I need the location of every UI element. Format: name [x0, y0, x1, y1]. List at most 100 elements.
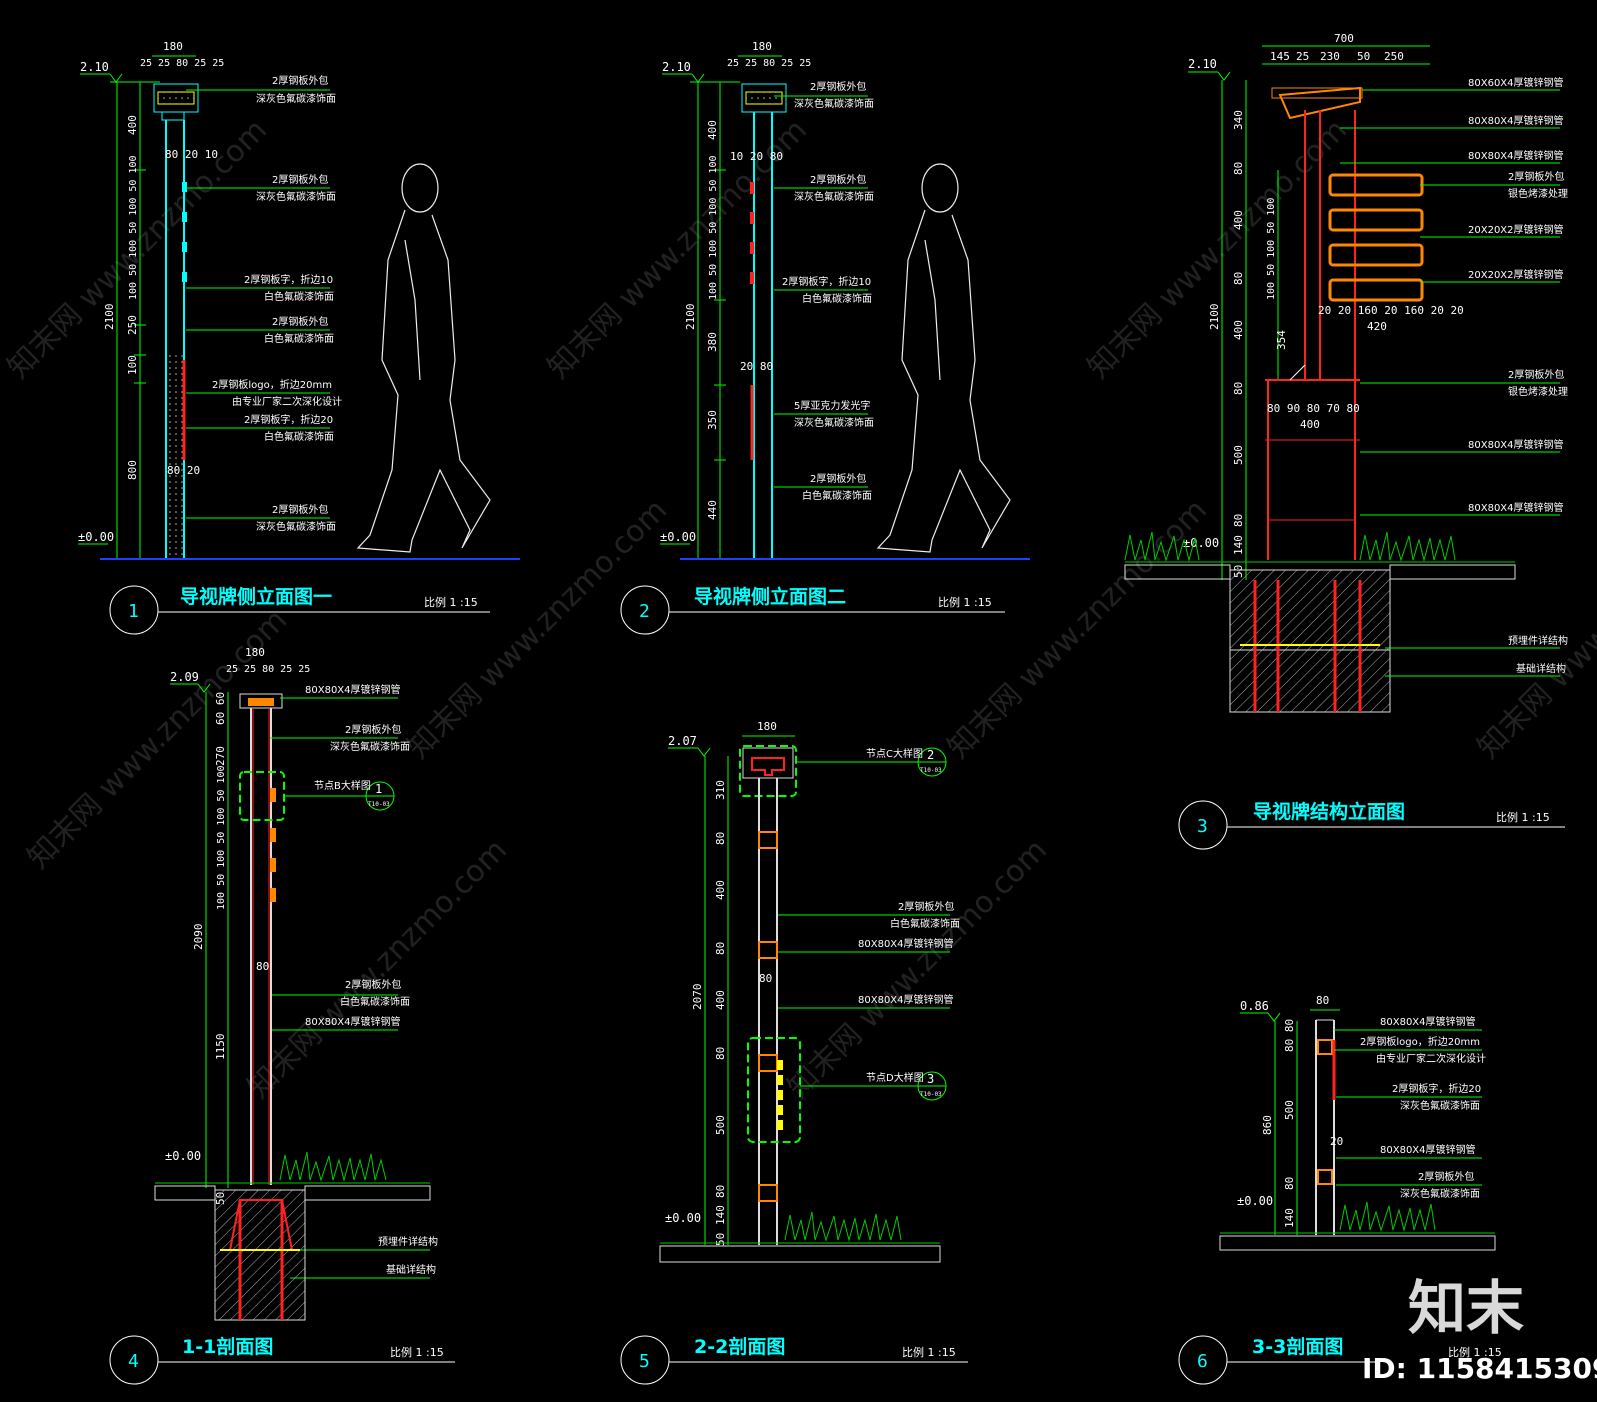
dim: 250 [126, 315, 139, 335]
grass [1124, 531, 1456, 562]
drawing-number-badge [1178, 1335, 1228, 1385]
dim: 60 60 [214, 692, 227, 725]
note: 2厚钢板logo，折边20mm [212, 378, 332, 391]
dim: 80 [1232, 272, 1245, 285]
note: 白色氟碳漆饰面 [264, 290, 334, 303]
dim: 80 [714, 1047, 727, 1060]
dim-label: 80 [759, 972, 772, 985]
note: 银色烤漆处理 [1508, 385, 1568, 398]
note: 2厚钢板字，折边10 [782, 275, 871, 288]
level-top: 2.10 [662, 60, 691, 74]
brand-id: ID: 1158415309 [1362, 1352, 1597, 1385]
dim: 350 [706, 410, 719, 430]
note: 2厚钢板字，折边20 [1392, 1082, 1481, 1095]
drawing-scale: 比例 1 :15 [938, 595, 992, 609]
note: 80X80X4厚镀锌钢管 [305, 1015, 401, 1028]
drawing-scale: 比例 1 :15 [1448, 1345, 1502, 1359]
dim-label: 20 [1330, 1135, 1343, 1148]
dim: 80 [714, 942, 727, 955]
callout-sheet: T10-03 [920, 1091, 942, 1098]
note: 2厚钢板外包 [810, 173, 866, 186]
note: 2厚钢板外包 [810, 80, 866, 93]
grass [784, 1211, 902, 1242]
dim-top-width: 180 [757, 720, 777, 733]
note: 深灰色氟碳漆饰面 [794, 416, 874, 429]
watermark-text: 知末网 www.znzmo.com [781, 833, 1054, 1106]
brand-logo: 知末 [1408, 1274, 1524, 1342]
dim: 140 [714, 1205, 727, 1225]
note: 80X80X4厚镀锌钢管 [1468, 114, 1564, 127]
drawing-scale: 比例 1 :15 [902, 1345, 956, 1359]
dim: 80 [714, 832, 727, 845]
level-top: 2.07 [668, 734, 697, 748]
drawing-1-side-elevation-one: 2.10 ±0.00 2100 400 100 50 100 50 100 50… [78, 40, 520, 635]
note: 节点B大样图 [314, 779, 371, 792]
callout-number: 3 [927, 1072, 934, 1086]
dim: 80 [714, 1185, 727, 1198]
dim: 100 50 100 50 100 50 100 [708, 156, 719, 301]
note: 节点D大样图 [866, 1071, 924, 1084]
drawing-number: 2 [639, 601, 650, 622]
top-bracket [1278, 86, 1361, 120]
note: 基础详结构 [386, 1263, 436, 1276]
drawing-2-side-elevation-two: 2.10 ±0.00 2100 400 100 50 100 50 100 50… [620, 40, 1030, 635]
note: 2厚钢板外包 [898, 900, 954, 913]
note: 2厚钢板外包 [810, 472, 866, 485]
dim: 270 [214, 746, 227, 766]
drawing-number: 3 [1197, 816, 1208, 837]
dim-top-width: 180 [752, 40, 772, 53]
note: 由专业厂家二次深化设计 [232, 395, 342, 408]
dim: 1150 [214, 1034, 227, 1061]
note: 深灰色氟碳漆饰面 [1400, 1187, 1480, 1200]
dim: 310 [714, 780, 727, 800]
detail-callout-box [239, 771, 285, 821]
drawing-4-section-1-1: 2.09 ±0.00 2090 60 60 270 100 50 100 50 … [109, 646, 455, 1385]
dim: 140 [1232, 535, 1245, 555]
dim: 80 [1232, 162, 1245, 175]
dim: 100 50 100 50 100 50 100 [128, 156, 139, 301]
note: 白色氟碳漆饰面 [264, 430, 334, 443]
dim: 230 [1320, 50, 1340, 63]
level-zero: ±0.00 [660, 530, 696, 544]
dim: 80 80 [1283, 1019, 1296, 1052]
dim: 100 50 100 50 100 [1266, 198, 1277, 300]
dim: 340 [1232, 110, 1245, 130]
dim: 500 [1283, 1100, 1296, 1120]
note: 由专业厂家二次深化设计 [1376, 1052, 1486, 1065]
dim: 380 [706, 332, 719, 352]
dim-top-sub: 25 25 80 25 25 [140, 58, 224, 69]
foundation [214, 1189, 306, 1321]
dim-label: 80 [256, 960, 269, 973]
watermark-text: 知末网 www.znzmo.com [241, 833, 514, 1106]
dim: 400 [714, 990, 727, 1010]
note: 白色氟碳漆饰面 [340, 995, 410, 1008]
dim-total: 2100 [1208, 304, 1221, 331]
note: 80X80X4厚镀锌钢管 [1468, 149, 1564, 162]
drawing-number: 6 [1197, 1351, 1208, 1372]
post-cap [741, 83, 787, 113]
drawing-scale: 比例 1 :15 [424, 595, 478, 609]
dim: 500 [1232, 445, 1245, 465]
drawing-title: 导视牌结构立面图 [1253, 800, 1405, 823]
drawing-scale: 比例 1 :15 [390, 1345, 444, 1359]
level-zero: ±0.00 [78, 530, 114, 544]
drawing-title: 1-1剖面图 [182, 1335, 273, 1358]
dim-top-sub: 25 25 80 25 25 [226, 664, 310, 675]
note: 银色烤漆处理 [1508, 187, 1568, 200]
note: 2厚钢板外包 [1418, 1170, 1474, 1183]
dim-total: 2090 [192, 924, 205, 951]
callout-number: 2 [927, 748, 934, 762]
drawing-title: 导视牌侧立面图一 [180, 585, 332, 608]
dim: 354 [1275, 330, 1288, 350]
note: 2厚钢板外包 [272, 173, 328, 186]
drawing-number: 5 [639, 1351, 650, 1372]
note: 2厚钢板外包 [1508, 170, 1564, 183]
level-top: 2.10 [1188, 57, 1217, 71]
drawing-number-badge [109, 585, 159, 635]
drawing-number: 1 [128, 601, 139, 622]
callout-sheet: T10-03 [368, 801, 390, 808]
dim: 100 [126, 355, 139, 375]
drawing-6-section-3-3: 0.86 ±0.00 860 80 80 500 80 140 80 20 80… [1178, 994, 1502, 1385]
note: 2厚钢板logo，折边20mm [1360, 1035, 1480, 1048]
